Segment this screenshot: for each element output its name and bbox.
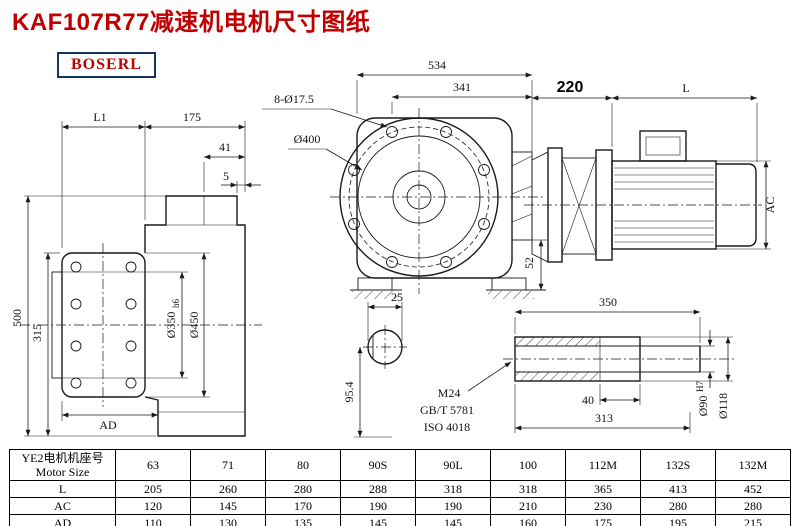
col-header: 90L — [415, 449, 491, 481]
col-header: 132S — [640, 449, 716, 481]
table-cell: 110 — [115, 514, 191, 526]
bolt-circle — [348, 126, 490, 268]
table-header-row: YE2电机机座号 Motor Size 63 71 80 90S 90L 100… — [9, 449, 791, 481]
front-view: 534 341 8-Ø17.5 Ø400 52 — [262, 58, 547, 299]
table-cell: 170 — [265, 497, 341, 515]
shaft-detail-view: 350 40 313 Ø90 H7 Ø118 — [503, 295, 736, 433]
table-cell: 365 — [565, 480, 641, 498]
table-row-L: L 205 260 280 288 318 318 365 413 452 — [9, 480, 791, 498]
table-cell: 230 — [565, 497, 641, 515]
table-cell: 215 — [715, 514, 791, 526]
technical-drawing: L1 175 41 5 500 315 Ø350 — [10, 58, 777, 438]
table-cell: 452 — [715, 480, 791, 498]
dim-bolt-holes-label: 8-Ø17.5 — [274, 92, 314, 106]
dim-5-label: 5 — [223, 169, 229, 183]
output-flange-plate — [61, 252, 146, 398]
row-label: L — [9, 480, 116, 498]
table-cell: 318 — [490, 480, 566, 498]
table-cell: 280 — [265, 480, 341, 498]
col-header: 100 — [490, 449, 566, 481]
table-cell: 195 — [640, 514, 716, 526]
input-adapter — [511, 151, 533, 241]
dim-25-label: 25 — [391, 290, 403, 304]
dim-bolt-circle-label: Ø400 — [294, 132, 321, 146]
col-header: 132M — [715, 449, 791, 481]
svg-text:Ø90: Ø90 — [696, 396, 710, 417]
table-cell: 145 — [415, 514, 491, 526]
svg-text:Ø350: Ø350 — [164, 312, 178, 339]
dim-315-label: 315 — [30, 324, 44, 342]
col-header: 80 — [265, 449, 341, 481]
col-header: 112M — [565, 449, 641, 481]
dim-spigot-dia-label: Ø350 h6 — [164, 299, 181, 339]
col-header: 63 — [115, 449, 191, 481]
dim-flange-dia-label: Ø450 — [187, 312, 201, 339]
table-row-AD: AD 110 130 135 145 145 160 175 195 215 — [9, 514, 791, 526]
table-cell: 280 — [715, 497, 791, 515]
table-cell: 145 — [340, 514, 416, 526]
dim-40-label: 40 — [582, 393, 594, 407]
dim-bore-label: Ø90 H7 — [695, 381, 710, 417]
standard-gb-label: GB/T 5781 — [420, 403, 474, 417]
dim-l1-label: L1 — [93, 110, 106, 124]
table-cell: 413 — [640, 480, 716, 498]
standard-iso-label: ISO 4018 — [424, 420, 470, 434]
table-cell: 260 — [190, 480, 266, 498]
svg-text:h6: h6 — [171, 299, 181, 309]
dim-52-label: 52 — [522, 257, 536, 269]
dim-175-label: 175 — [183, 110, 201, 124]
table-cell: 160 — [490, 514, 566, 526]
col-header-motor-size: YE2电机机座号 Motor Size — [9, 449, 116, 481]
dim-954-label: 95.4 — [342, 382, 356, 403]
dim-ac-label: AC — [763, 197, 777, 214]
dim-500-label: 500 — [10, 309, 24, 327]
table-cell: 130 — [190, 514, 266, 526]
motor-view: 220 L AC — [524, 79, 777, 263]
table-cell: 318 — [415, 480, 491, 498]
row-label: AD — [9, 514, 116, 526]
dim-ad-label: AD — [99, 418, 117, 432]
row-label: AC — [9, 497, 116, 515]
fan-cover — [716, 163, 757, 247]
table-cell: 120 — [115, 497, 191, 515]
dim-534-label: 534 — [428, 58, 446, 72]
side-view: L1 175 41 5 500 315 Ø350 — [10, 110, 262, 437]
shaft-section-view: 25 95.4 M24 GB/T 5781 ISO 4018 — [342, 290, 512, 438]
col-header: 90S — [340, 449, 416, 481]
table-cell: 210 — [490, 497, 566, 515]
svg-text:H7: H7 — [695, 381, 705, 392]
dim-350-label: 350 — [599, 295, 617, 309]
table-cell: 145 — [190, 497, 266, 515]
table-cell: 190 — [340, 497, 416, 515]
table-cell: 280 — [640, 497, 716, 515]
terminal-box — [639, 130, 687, 162]
table-cell: 175 — [565, 514, 641, 526]
adapter-bell — [531, 151, 549, 263]
dim-hub-dia-label: Ø118 — [716, 393, 730, 419]
dim-220-label: 220 — [557, 79, 584, 96]
flange-outer-circle — [339, 117, 499, 277]
motor-size-table: YE2电机机座号 Motor Size 63 71 80 90S 90L 100… — [9, 449, 791, 526]
table-cell: 190 — [415, 497, 491, 515]
dim-313-label: 313 — [595, 411, 613, 425]
dim-341-label: 341 — [453, 80, 471, 94]
page-title: KAF107R77减速机电机尺寸图纸 — [12, 9, 371, 36]
table-cell: 288 — [340, 480, 416, 498]
dim-41-label: 41 — [219, 140, 231, 154]
col-header: 71 — [190, 449, 266, 481]
table-cell: 135 — [265, 514, 341, 526]
table-row-AC: AC 120 145 170 190 190 210 230 280 280 — [9, 497, 791, 515]
table-cell: 205 — [115, 480, 191, 498]
dim-motor-length-label: L — [682, 81, 689, 95]
brand-logo: BOSERL — [57, 52, 156, 78]
thread-spec-label: M24 — [438, 386, 461, 400]
